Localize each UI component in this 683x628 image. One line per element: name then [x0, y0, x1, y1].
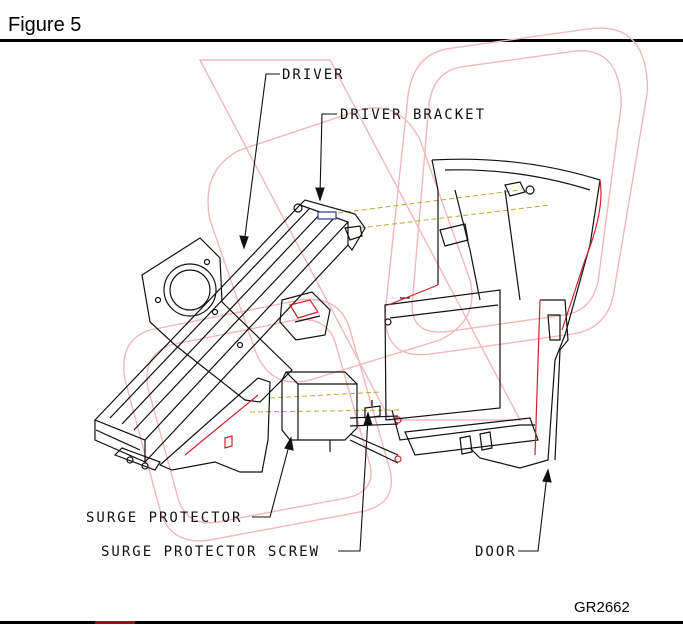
lower-mounting-plate [158, 377, 271, 473]
driver-label: DRIVER [282, 67, 345, 83]
driver-arrowhead [239, 235, 249, 250]
driver-bracket-label: DRIVER BRACKET [340, 107, 486, 123]
bottom-rule-accent [95, 621, 135, 624]
driver-box [93, 204, 350, 471]
driver-bracket-leader [319, 113, 337, 196]
alignment-guides [249, 189, 551, 413]
surge-protector-screw-leader [338, 417, 369, 552]
surge-protector-screw-label: SURGE PROTECTOR SCREW [101, 544, 320, 560]
surge-protector-label: SURGE PROTECTOR [86, 510, 242, 526]
door-leader [518, 474, 548, 552]
bottom-rule [0, 621, 683, 624]
door-label: DOOR [475, 544, 517, 560]
figure-title: Figure 5 [8, 14, 82, 36]
watermark-outline [123, 27, 649, 542]
surge-protector [281, 371, 402, 464]
drawing-code: GR2662 [574, 599, 630, 616]
surge-protector-screw-arrowhead [363, 411, 373, 426]
top-rule [0, 39, 683, 42]
driver-bracket-arrowhead [315, 187, 325, 202]
surge-protector-arrowhead [284, 436, 294, 451]
leader-lines [239, 73, 552, 552]
driver-leader [243, 73, 280, 245]
door-arrowhead [542, 468, 552, 483]
surge-protector-leader [252, 441, 291, 518]
driver-connector [279, 291, 331, 341]
door-housing [384, 158, 602, 469]
driver-bracket-plate [141, 199, 366, 403]
